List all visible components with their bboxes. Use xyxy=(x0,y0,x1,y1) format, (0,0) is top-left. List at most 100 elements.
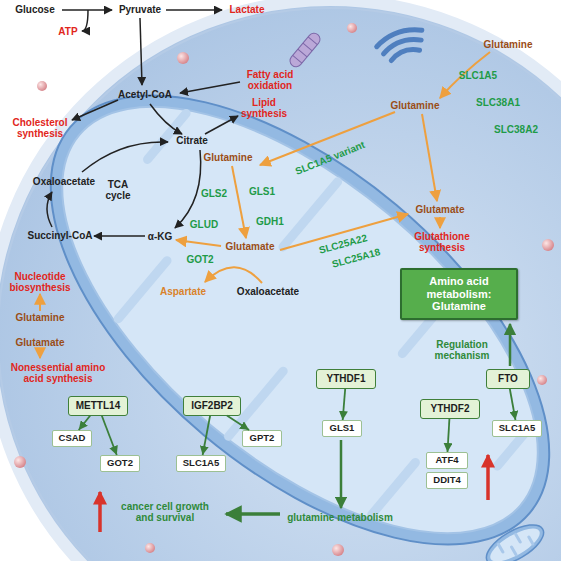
reaction-arrow xyxy=(205,267,262,283)
vesicle xyxy=(177,52,189,64)
small-mitochondrion xyxy=(480,517,549,561)
target-gene-box: GPT2 xyxy=(242,430,282,447)
vesicle xyxy=(145,543,155,553)
reaction-arrow xyxy=(150,104,182,134)
target-gene-box: SLC1A5 xyxy=(492,420,542,437)
metabolite-label: Glutamine xyxy=(198,152,258,163)
box-text: DDIT4 xyxy=(428,475,466,486)
product-label: Lactate xyxy=(222,4,272,15)
cycle-arrow xyxy=(94,235,145,237)
target-gene-box: GLS1 xyxy=(322,420,362,437)
target-gene-box: SLC1A5 xyxy=(176,455,226,472)
mitochondrion-outer xyxy=(0,12,561,561)
metabolite-label: Glucose xyxy=(5,4,65,15)
process-label: Fatty acid oxidation xyxy=(239,69,301,91)
regulator-box: IGF2BP2 xyxy=(183,396,241,416)
reaction-arrow xyxy=(39,350,41,358)
regulation-arrow xyxy=(227,416,249,431)
reaction-arrow xyxy=(62,9,112,11)
regulator-box: FTO xyxy=(486,369,530,389)
enzyme-label: GOT2 xyxy=(183,254,217,265)
target-gene-box: DDIT4 xyxy=(426,472,468,489)
reaction-arrow xyxy=(176,240,221,246)
metabolite-label: Pyruvate xyxy=(110,4,170,15)
lipid-body xyxy=(288,31,323,69)
small-mito-outer xyxy=(480,517,549,561)
regulator-box: METTL14 xyxy=(68,396,128,416)
box-text: YTHDF1 xyxy=(319,373,373,385)
cristae xyxy=(45,79,561,561)
product-label: ATP xyxy=(53,26,83,37)
metabolite-label: Succinyl-CoA xyxy=(23,230,97,241)
metabolite-label: Citrate xyxy=(169,135,215,146)
enzyme-label: GDH1 xyxy=(253,216,287,227)
regulation-arrow xyxy=(203,416,211,456)
reaction-arrow xyxy=(180,82,240,93)
target-gene-box: GOT2 xyxy=(100,455,140,472)
increase-arrow xyxy=(98,492,102,532)
category-box: Amino acid metabolism: Glutamine xyxy=(400,268,518,320)
metabolite-label: Glutamine xyxy=(385,100,445,111)
crista xyxy=(372,463,416,515)
golgi-cisterna xyxy=(390,46,420,60)
reaction-arrow xyxy=(72,100,118,120)
regulation-arrow xyxy=(102,416,117,456)
small-mito-inner xyxy=(486,522,544,561)
vesicle xyxy=(332,544,344,556)
vesicle xyxy=(347,23,357,33)
metabolite-label: Glutamate xyxy=(10,337,70,348)
regulation-arrow xyxy=(79,416,91,431)
process-label: Lipid synthesis xyxy=(233,97,295,119)
outcome-arrows xyxy=(100,324,510,532)
process-label: Cholesterol synthesis xyxy=(4,117,76,139)
box-text: SLC1A5 xyxy=(178,458,224,469)
metabolite-label: Glutamate xyxy=(220,241,280,252)
box-text: YTHDF2 xyxy=(423,403,477,415)
box-text: GOT2 xyxy=(102,458,138,469)
regulator-box: YTHDF1 xyxy=(316,369,376,389)
reaction-arrow xyxy=(166,9,222,11)
mitochondrion-inner xyxy=(0,29,561,561)
regulation-arrow xyxy=(343,389,346,421)
metabolite-label: α-KG xyxy=(142,231,178,242)
box-text: IGF2BP2 xyxy=(186,400,238,412)
reaction-arrow xyxy=(140,18,142,85)
crista xyxy=(283,182,338,247)
metabolite-label: Aspartate xyxy=(153,286,213,297)
vesicles xyxy=(14,23,554,556)
regulation-arrow xyxy=(510,389,516,421)
metabolite-label: Acetyl-CoA xyxy=(112,89,178,100)
small-mito-cristae xyxy=(498,529,533,560)
cycle-arrow xyxy=(175,150,201,228)
reaction-arrow xyxy=(82,10,88,31)
lipid-stripes xyxy=(293,37,318,63)
box-text: GPT2 xyxy=(244,433,280,444)
regulation-arrow xyxy=(447,419,449,453)
process-label: Glutathione synthesis xyxy=(407,231,477,253)
golgi-body xyxy=(375,25,428,64)
box-text: ATF4 xyxy=(428,455,466,466)
metabolic-arrows xyxy=(47,10,240,236)
cycle-arrow xyxy=(82,142,168,172)
enzyme-label: GLS2 xyxy=(197,188,231,199)
pathway-arrow xyxy=(226,512,280,516)
box-text: SLC1A5 xyxy=(494,423,540,434)
process-label: Nonessential amino acid synthesis xyxy=(0,362,116,384)
reaction-arrow xyxy=(205,116,238,134)
outcome-label: cancer cell growth and survival xyxy=(112,501,218,523)
cycle-arrow xyxy=(47,192,52,227)
box-text: GLS1 xyxy=(324,423,360,434)
crista xyxy=(118,261,167,319)
transporter-label: SLC38A1 xyxy=(471,97,525,108)
reaction-arrow xyxy=(422,114,437,201)
vesicle xyxy=(537,375,547,385)
reaction-arrow xyxy=(439,217,441,228)
enzyme-label: GLS1 xyxy=(245,186,279,197)
reaction-arrow xyxy=(232,166,246,238)
metabolite-label: Glutamine xyxy=(10,312,70,323)
box-text: METTL14 xyxy=(71,400,125,412)
increase-arrow xyxy=(486,455,490,500)
process-label: Nucleotide biosynthesis xyxy=(1,271,79,293)
